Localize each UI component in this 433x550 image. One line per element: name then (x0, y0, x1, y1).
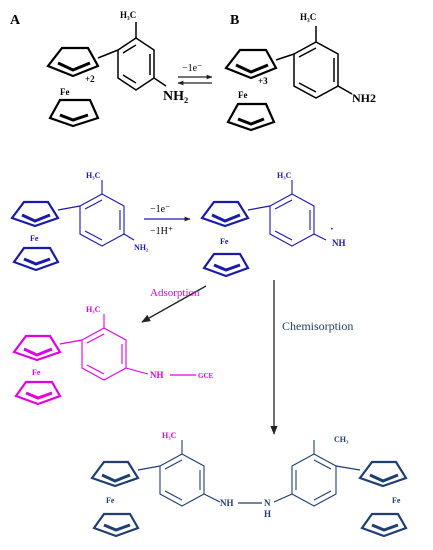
bond-dl-link (137, 465, 161, 471)
benzene-mr (269, 180, 327, 247)
compound-a: A Fe +2 H₃C NH₂ (10, 10, 188, 128)
fe-ml: Fe (30, 234, 39, 243)
bond-b-link (275, 53, 295, 61)
compound-blue-right: Fe H₃C · NH (200, 171, 346, 278)
fe-mr: Fe (220, 237, 229, 246)
chemisorption-branch: Chemisorption (270, 280, 353, 435)
cp-ring-dl-top (90, 460, 140, 488)
equilibrium-label: −1e⁻ (182, 63, 202, 74)
radical-dot: · (330, 223, 334, 235)
chemisorption-label: Chemisorption (282, 319, 353, 333)
oxidation-arrow: −1e⁻ −1H⁺ (144, 204, 191, 237)
bond-mr-link (247, 205, 271, 211)
methyl-dl: H₃C (162, 431, 177, 440)
cp-ring-dl-bottom (92, 512, 140, 538)
cp-ring-b-bottom (226, 102, 276, 132)
benzene-a (117, 22, 167, 91)
cp-ring-a-top (46, 46, 100, 78)
bond-a-link (97, 49, 119, 59)
fe-dl: Fe (106, 496, 115, 505)
fe-b: Fe (238, 90, 248, 100)
benzene-dl (159, 440, 221, 507)
compound-dimer: Fe H₃C NH N H CH₃ Fe (90, 431, 408, 538)
benzene-b (293, 26, 353, 99)
label-a: A (10, 13, 21, 28)
methyl-mr: H₃C (277, 171, 292, 180)
amine-ml: NH₂ (134, 243, 149, 252)
compound-blue-left: Fe H₃C NH₂ (10, 171, 149, 272)
amine-a: NH₂ (163, 89, 188, 104)
methyl-ad: H₃C (86, 305, 101, 314)
cp-ring-dr-top (358, 460, 408, 488)
bond-ml-link (57, 205, 81, 211)
methyl-dr: CH₃ (334, 435, 349, 444)
cp-ring-mr-bottom (202, 252, 250, 278)
cp-ring-ad-bottom (14, 380, 62, 406)
fe-dr: Fe (392, 496, 401, 505)
adsorption-branch: Adsorption (141, 285, 207, 323)
bond-dr-n (273, 493, 293, 503)
nh-dl: NH (220, 498, 234, 508)
compound-b: B Fe +3 H₃C NH2 (224, 12, 376, 132)
methyl-a: H₃C (120, 10, 136, 20)
cp-ring-ad-top (12, 334, 62, 362)
bond-dr-link (335, 465, 361, 471)
nh-dr: N (264, 498, 271, 508)
step-label-2: −1H⁺ (150, 226, 173, 237)
methyl-b: H₃C (300, 12, 316, 22)
amine-b: NH2 (352, 91, 376, 105)
benzene-ml (79, 180, 135, 247)
cp-ring-a-bottom (48, 98, 100, 128)
methyl-ml: H₃C (86, 171, 101, 180)
fe-ad: Fe (32, 368, 41, 377)
benzene-ad (81, 314, 149, 381)
cp-ring-b-top (224, 48, 278, 80)
adsorption-label: Adsorption (150, 287, 200, 299)
cp-ring-dr-bottom (360, 512, 408, 538)
cp-ring-ml-top (10, 200, 60, 228)
step-label-1: −1e⁻ (150, 204, 170, 215)
fe-a: Fe (60, 87, 70, 97)
gce-ad: GCE (198, 372, 214, 380)
benzene-dr (291, 440, 337, 507)
charge-b: +3 (258, 76, 268, 86)
charge-a: +2 (85, 74, 95, 84)
label-b: B (230, 13, 239, 28)
cp-ring-ml-bottom (12, 246, 60, 272)
cp-ring-mr-top (200, 200, 250, 228)
nh-ad: NH (150, 370, 164, 380)
h-dr: H (264, 509, 271, 519)
equilibrium-arrow: −1e⁻ (177, 63, 213, 86)
bond-ad-link (59, 339, 83, 345)
compound-adsorbed: Fe H₃C NH GCE (12, 305, 214, 406)
radical-nh: NH (332, 238, 346, 248)
